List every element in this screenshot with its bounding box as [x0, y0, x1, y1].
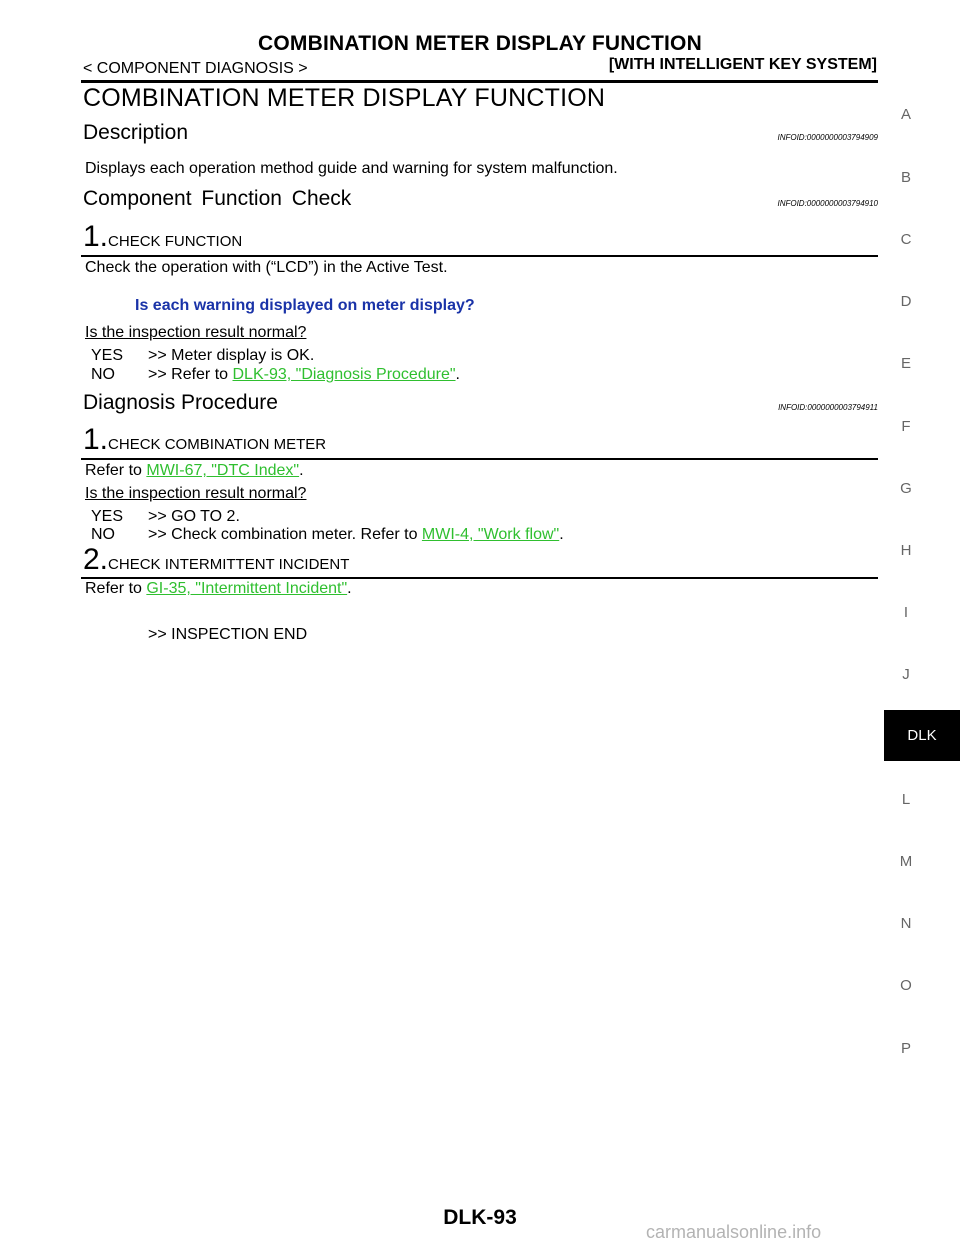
yes-label: YES — [91, 508, 124, 525]
section-tab-c[interactable]: C — [900, 231, 912, 248]
refer-suffix: . — [299, 462, 304, 479]
inspection-question: Is each warning displayed on meter displ… — [135, 297, 475, 314]
step-title: CHECK INTERMITTENT INCIDENT — [108, 556, 350, 573]
no-result: >> Refer to DLK-93, "Diagnosis Procedure… — [148, 366, 460, 384]
diagnosis-step-1-header: 1.CHECK COMBINATION METER — [83, 425, 326, 455]
header-title: COMBINATION METER DISPLAY FUNCTION — [258, 32, 702, 55]
section-tab-m[interactable]: M — [899, 853, 913, 870]
inspection-prompt: Is the inspection result normal? — [85, 324, 307, 341]
header-divider — [81, 80, 878, 83]
no-label: NO — [91, 526, 115, 543]
description-infoid: INFOID:0000000003794909 — [777, 133, 878, 142]
link-intermittent-incident[interactable]: GI-35, "Intermittent Incident" — [146, 580, 348, 597]
refer-intermittent-incident: Refer to GI-35, "Intermittent Incident". — [85, 580, 352, 598]
yes-result: >> Meter display is OK. — [148, 347, 315, 364]
page-number: DLK-93 — [443, 1206, 517, 1229]
section-tab-d[interactable]: D — [900, 293, 912, 310]
no-suffix: . — [455, 366, 460, 383]
no-suffix: . — [559, 526, 564, 543]
step-number: 2. — [83, 543, 109, 576]
step-divider — [81, 577, 878, 579]
description-heading: Description — [83, 121, 189, 144]
no-prefix: >> Check combination meter. Refer to — [148, 526, 422, 543]
section-tab-e[interactable]: E — [900, 355, 911, 372]
step-1-header: 1.CHECK FUNCTION — [83, 222, 242, 252]
yes-result: >> GO TO 2. — [148, 508, 240, 525]
refer-prefix: Refer to — [85, 462, 147, 479]
no-label: NO — [91, 366, 115, 383]
component-check-infoid: INFOID:0000000003794910 — [777, 199, 878, 208]
section-tab-g[interactable]: G — [900, 480, 912, 497]
section-tab-b[interactable]: B — [900, 169, 911, 186]
step-divider — [81, 458, 878, 460]
diagnosis-infoid: INFOID:0000000003794911 — [778, 403, 878, 412]
description-text: Displays each operation method guide and… — [85, 160, 618, 177]
section-tab-i[interactable]: I — [903, 604, 909, 621]
link-dtc-index[interactable]: MWI-67, "DTC Index" — [146, 462, 300, 479]
step-number: 1. — [83, 423, 109, 456]
section-tab-l[interactable]: L — [901, 791, 911, 808]
no-result: >> Check combination meter. Refer to MWI… — [148, 526, 564, 544]
no-prefix: >> Refer to — [148, 366, 233, 383]
step-number: 1. — [83, 220, 109, 253]
diagnosis-step-2-header: 2.CHECK INTERMITTENT INCIDENT — [83, 545, 349, 575]
inspection-prompt: Is the inspection result normal? — [85, 485, 307, 502]
link-diagnosis-procedure[interactable]: DLK-93, "Diagnosis Procedure" — [232, 366, 456, 383]
section-tab-p[interactable]: P — [900, 1040, 911, 1057]
inspection-end: >> INSPECTION END — [148, 626, 308, 643]
step-title: CHECK COMBINATION METER — [108, 436, 327, 453]
page-title: COMBINATION METER DISPLAY FUNCTION — [83, 84, 606, 112]
section-tab-f[interactable]: F — [901, 418, 911, 435]
step-text: Check the operation with (“LCD”) in the … — [85, 259, 448, 276]
refer-prefix: Refer to — [85, 580, 147, 597]
section-tab-o[interactable]: O — [900, 977, 912, 994]
watermark: carmanualsonline.info — [646, 1222, 822, 1242]
component-check-heading: Component Function Check — [83, 187, 352, 210]
breadcrumb: < COMPONENT DIAGNOSIS > — [83, 60, 308, 77]
yes-label: YES — [91, 347, 124, 364]
refer-suffix: . — [347, 580, 352, 597]
link-work-flow[interactable]: MWI-4, "Work flow" — [421, 526, 560, 543]
section-tab-j[interactable]: J — [902, 666, 910, 683]
step-divider — [81, 255, 878, 257]
system-label: [WITH INTELLIGENT KEY SYSTEM] — [608, 56, 877, 73]
diagnosis-heading: Diagnosis Procedure — [83, 391, 278, 414]
refer-dtc-index: Refer to MWI-67, "DTC Index". — [85, 462, 304, 480]
section-tab-h[interactable]: H — [900, 542, 912, 559]
section-tab-n[interactable]: N — [900, 915, 912, 932]
section-tab-a[interactable]: A — [900, 106, 911, 123]
section-tab-dlk-active[interactable]: DLK — [884, 710, 960, 761]
step-title: CHECK FUNCTION — [108, 233, 243, 250]
